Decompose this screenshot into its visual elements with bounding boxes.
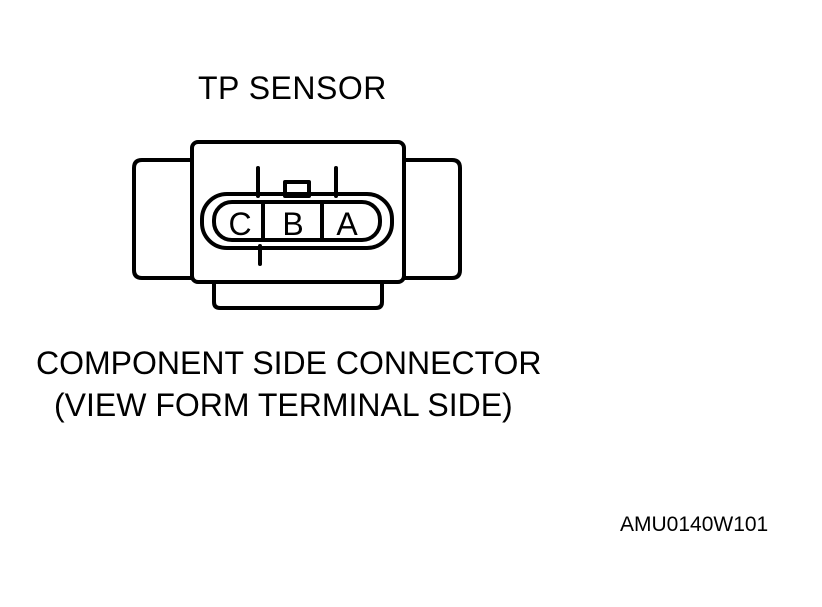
connector-caption: COMPONENT SIDE CONNECTOR (VIEW FORM TERM… — [36, 342, 542, 426]
terminal-c-label: C — [228, 206, 251, 242]
terminal-frame-outer — [200, 192, 394, 250]
terminal-a-label: A — [336, 206, 358, 242]
caption-line-2: (VIEW FORM TERMINAL SIDE) — [54, 387, 513, 423]
connector-right-wing — [402, 158, 462, 280]
figure-code: AMU0140W101 — [620, 513, 769, 536]
connector-left-wing — [132, 158, 194, 280]
terminal-b-label: B — [282, 206, 303, 242]
caption-line-1: COMPONENT SIDE CONNECTOR — [36, 345, 542, 381]
connector-housing — [190, 140, 406, 284]
diagram-title: TP SENSOR — [198, 70, 387, 106]
terminal-frame-inner — [212, 200, 382, 242]
connector-latch-flange — [212, 280, 384, 310]
